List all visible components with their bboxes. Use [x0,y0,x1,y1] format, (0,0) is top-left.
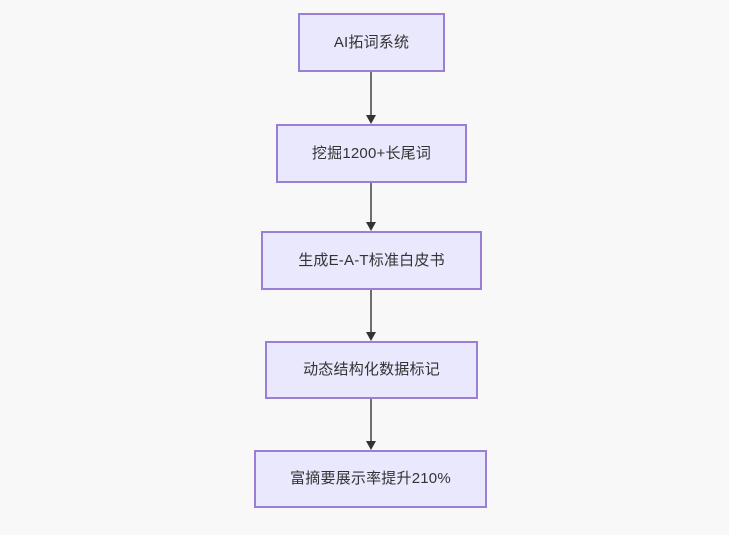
arrowhead-icon [366,115,376,124]
flow-node-label: 动态结构化数据标记 [303,361,440,378]
flow-node-rich-snippet-result[interactable]: 富摘要展示率提升210% [254,450,487,508]
arrowhead-icon [366,441,376,450]
flow-node-eat-whitepaper[interactable]: 生成E-A-T标准白皮书 [261,231,482,290]
edge-line [370,399,372,442]
flow-node-longtail-mining[interactable]: 挖掘1200+长尾词 [276,124,467,183]
flow-node-label: 富摘要展示率提升210% [290,470,451,487]
edge-line [370,183,372,223]
flow-node-structured-data-markup[interactable]: 动态结构化数据标记 [265,341,478,399]
flow-node-label: 生成E-A-T标准白皮书 [298,251,445,269]
flow-node-ai-keyword-system[interactable]: AI拓词系统 [298,13,445,72]
flow-node-label: AI拓词系统 [333,33,410,51]
edge-line [370,290,372,333]
arrowhead-icon [366,222,376,231]
edge-line [370,72,372,116]
arrowhead-icon [366,332,376,341]
flow-node-label: 挖掘1200+长尾词 [311,144,432,162]
